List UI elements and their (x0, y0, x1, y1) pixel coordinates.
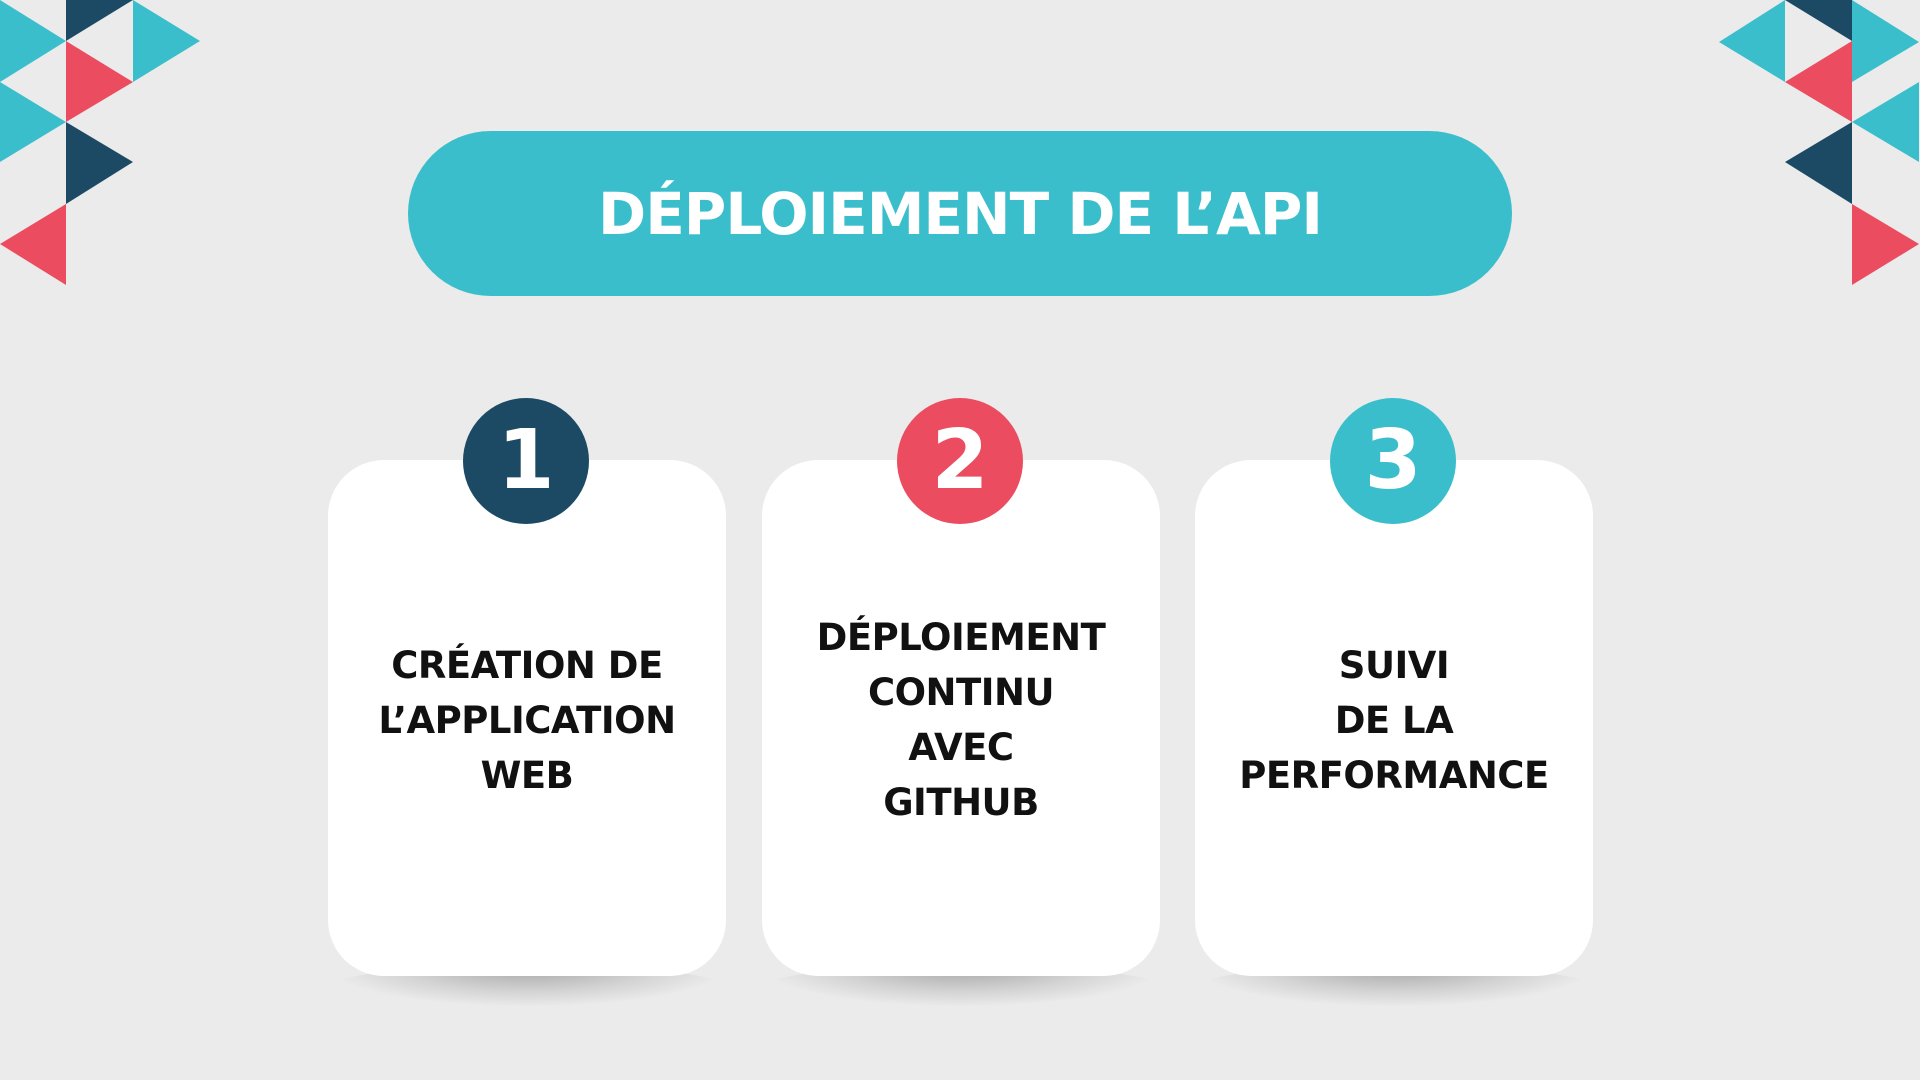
step-text-3: SUIVI DE LA PERFORMANCE (1239, 643, 1549, 797)
step-number-badge-1: 1 (463, 398, 589, 524)
step-number-3: 3 (1364, 413, 1422, 508)
step-number-1: 1 (497, 413, 555, 508)
step-text-2: DÉPLOIEMENT CONTINU AVEC GITHUB (816, 616, 1106, 824)
page-title: DÉPLOIEMENT DE L’API (598, 179, 1323, 248)
step-text-1: CRÉATION DE L’APPLICATION WEB (378, 643, 676, 797)
step-card-2: DÉPLOIEMENT CONTINU AVEC GITHUB (762, 460, 1160, 976)
step-card-1: CRÉATION DE L’APPLICATION WEB (328, 460, 726, 976)
step-number-2: 2 (931, 413, 989, 508)
step-number-badge-3: 3 (1330, 398, 1456, 524)
step-number-badge-2: 2 (897, 398, 1023, 524)
triangle-pattern-left (0, 0, 200, 285)
triangle-pattern-right (1719, 0, 1919, 285)
title-banner: DÉPLOIEMENT DE L’API (408, 131, 1512, 296)
step-card-3: SUIVI DE LA PERFORMANCE (1195, 460, 1593, 976)
